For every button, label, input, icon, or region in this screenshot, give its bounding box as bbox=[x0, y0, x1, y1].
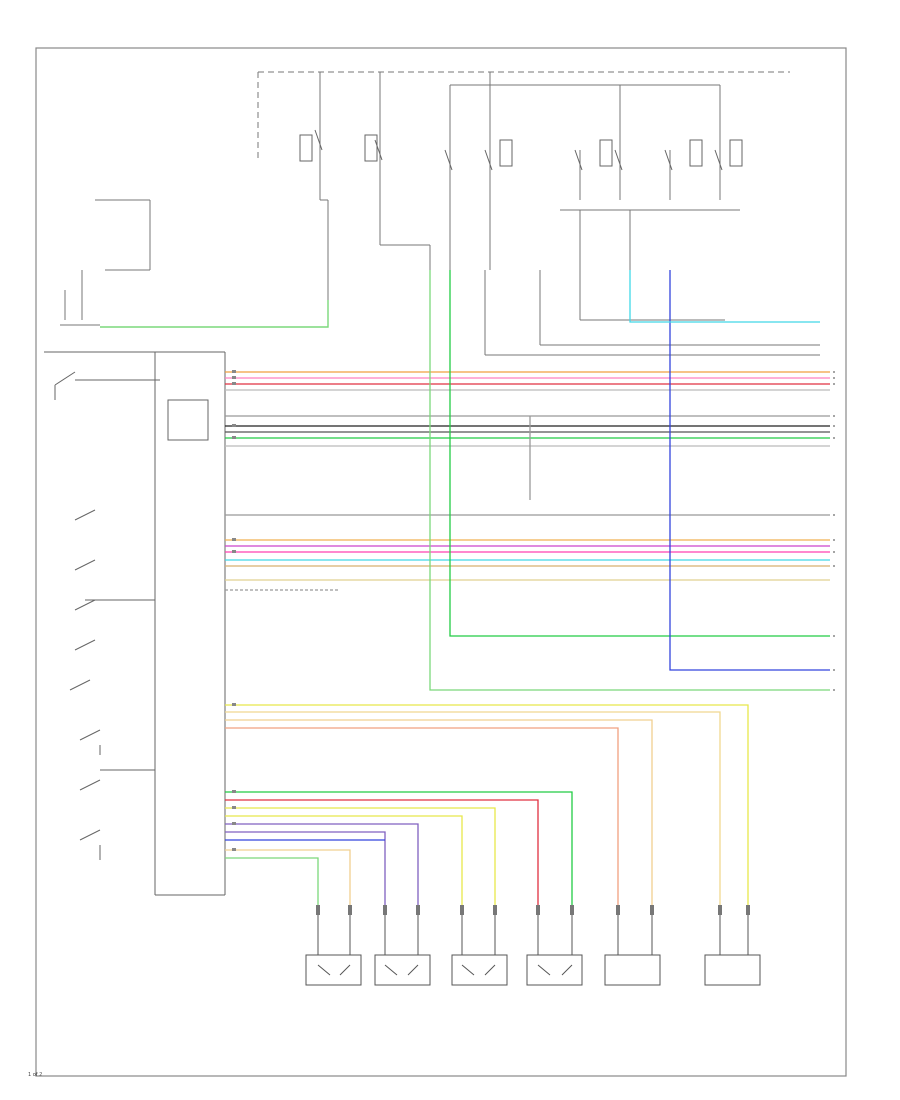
harness-wires bbox=[225, 371, 830, 591]
vertical-wires bbox=[429, 270, 830, 691]
sensor-box-3 bbox=[451, 954, 508, 986]
sensor-components bbox=[305, 910, 761, 986]
sensor-connectors bbox=[316, 905, 750, 915]
figure-number: 1 of 2 bbox=[28, 1072, 43, 1078]
sensor-box-5 bbox=[604, 954, 661, 986]
sensor-wires bbox=[225, 704, 749, 910]
left-top-section bbox=[60, 199, 151, 326]
sensor-box-4 bbox=[526, 954, 583, 986]
wire-green-top bbox=[100, 300, 329, 328]
sensor-box-6 bbox=[704, 954, 761, 986]
control-module bbox=[44, 351, 226, 896]
top-power-section bbox=[257, 71, 820, 356]
wire-continuation-marks bbox=[833, 371, 835, 691]
diagram-border bbox=[35, 47, 847, 1077]
input-switches bbox=[54, 371, 160, 860]
sensor-box-2 bbox=[374, 954, 431, 986]
connector-pins bbox=[232, 370, 236, 851]
relay-contacts bbox=[299, 129, 743, 171]
sensor-box-1 bbox=[305, 954, 362, 986]
